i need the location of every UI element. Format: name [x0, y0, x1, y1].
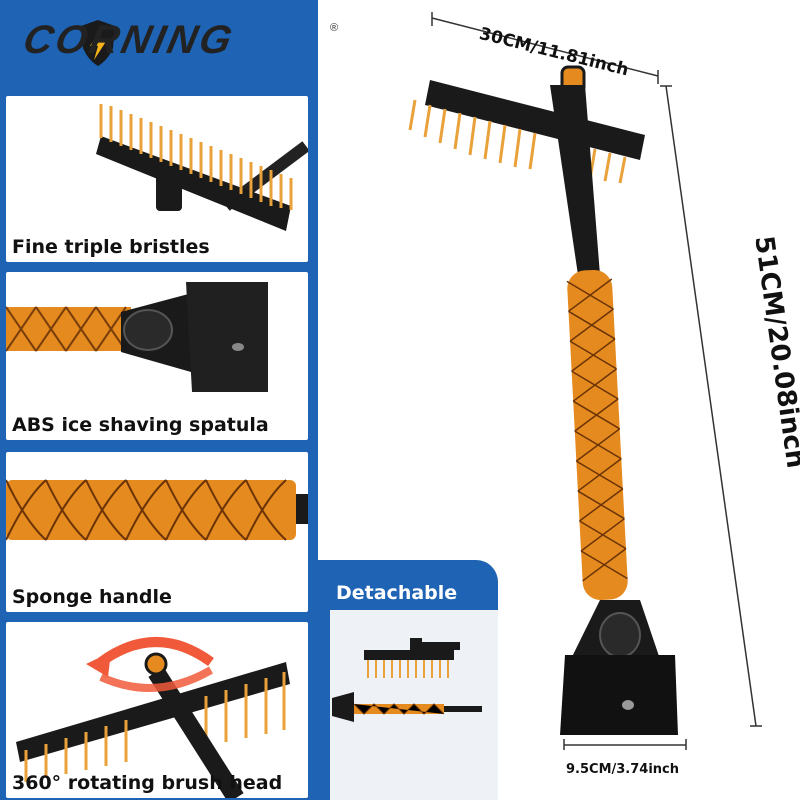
detachable-image-area [330, 610, 498, 800]
dimension-lines [431, 12, 762, 750]
brand-name: CORNING [19, 18, 239, 62]
brand-logo: CORNING ® [18, 8, 338, 78]
detached-parts-image [332, 638, 482, 722]
rotate-arrow-icon [98, 637, 214, 667]
detachable-title: Detachable [336, 582, 458, 604]
ice-spatula-image [6, 282, 268, 392]
feature-panel-bristles: Fine triple bristles [6, 96, 308, 262]
feature-panel-sponge: Sponge handle [6, 452, 308, 612]
feature-label: 360° rotating brush head [12, 772, 283, 794]
feature-label: Fine triple bristles [12, 236, 210, 258]
feature-label: Sponge handle [12, 586, 172, 608]
shield-bolt-icon [81, 20, 115, 66]
sponge-handle-image [6, 479, 308, 541]
scraper-dimension-label: 9.5CM/3.74inch [566, 762, 680, 777]
bristle-brush-image [96, 104, 308, 231]
detachable-card: Detachable [318, 560, 498, 800]
feature-label: ABS ice shaving spatula [12, 414, 269, 436]
rotating-brush-image [16, 637, 290, 798]
registered-mark: ® [330, 22, 339, 34]
snow-brush-product-image [408, 65, 678, 735]
feature-panel-rotating: 360° rotating brush head [6, 622, 308, 798]
feature-panel-spatula: ABS ice shaving spatula [6, 272, 308, 440]
